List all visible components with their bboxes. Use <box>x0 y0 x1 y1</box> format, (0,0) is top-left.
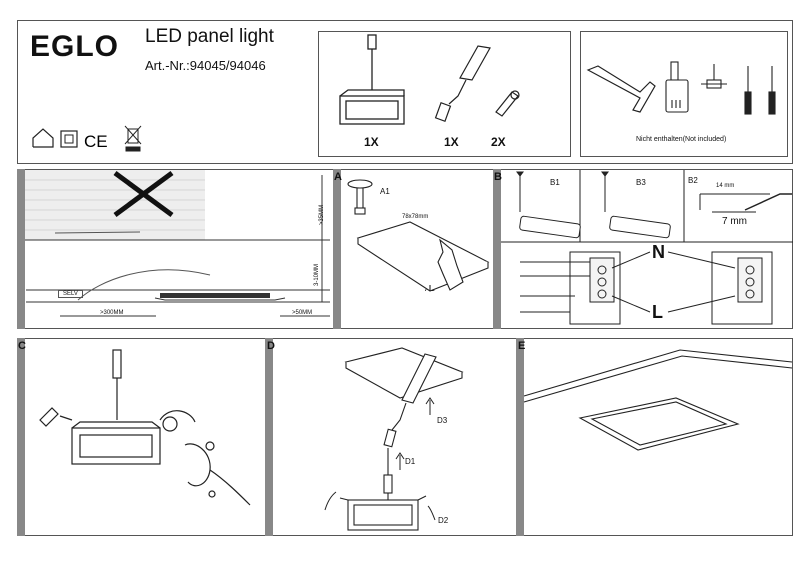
indoor-house-icon <box>32 128 54 148</box>
weee-bin-icon <box>124 125 142 152</box>
qty-panel: 1X <box>364 135 379 149</box>
cutout-dim: 78x78mm <box>402 214 429 220</box>
class-iii-icon <box>60 130 78 148</box>
step-c-label: C <box>18 340 26 352</box>
strip-long-dim: 14 mm <box>716 183 735 189</box>
drill-icon <box>665 61 689 113</box>
step-b-label: B <box>494 171 502 183</box>
step-d1-label: D1 <box>405 457 416 466</box>
qty-driver: 1X <box>444 135 459 149</box>
selv-label: SELV <box>58 290 83 298</box>
step-d-label: D <box>267 340 275 352</box>
step-b1-label: B1 <box>550 178 560 187</box>
brand-logo: EGLO <box>30 30 120 63</box>
live-label: L <box>652 302 663 322</box>
divider-b <box>493 169 501 329</box>
product-title: LED panel light <box>145 26 274 47</box>
divider-a <box>333 169 341 329</box>
step-a-label: A <box>334 171 342 183</box>
step-d2-label: D2 <box>438 516 449 525</box>
screwdriver-phillips-icon <box>768 66 776 115</box>
divider-d <box>516 338 524 536</box>
qty-clip: 2X <box>491 135 506 149</box>
contents-box <box>318 31 571 157</box>
step-b3-label: B3 <box>636 178 646 187</box>
saw-icon <box>586 65 656 113</box>
strip-short-dim: 7 mm <box>722 216 747 227</box>
step-b2-label: B2 <box>688 176 698 185</box>
panel-icon <box>339 34 405 125</box>
edge-dim: >50MM <box>292 310 313 316</box>
driver-icon <box>434 45 491 122</box>
neutral-label: N <box>652 242 665 262</box>
tools-note: Nicht enthalten(Not included) <box>636 136 727 143</box>
divider-c <box>265 338 273 536</box>
step-e-label: E <box>518 340 526 352</box>
spacing-dim: >300MM <box>100 310 124 316</box>
screwdriver-flat-icon <box>744 66 752 115</box>
left-margin-bar <box>17 169 25 329</box>
step-a1-label: A1 <box>380 187 390 196</box>
connector-icon <box>701 64 727 89</box>
clip-icon <box>495 90 520 117</box>
step-d3-label: D3 <box>437 416 448 425</box>
ce-mark-icon: CE <box>84 132 108 151</box>
article-number: Art.-Nr.:94045/94046 <box>145 58 266 73</box>
row3-left-bar <box>17 338 25 536</box>
